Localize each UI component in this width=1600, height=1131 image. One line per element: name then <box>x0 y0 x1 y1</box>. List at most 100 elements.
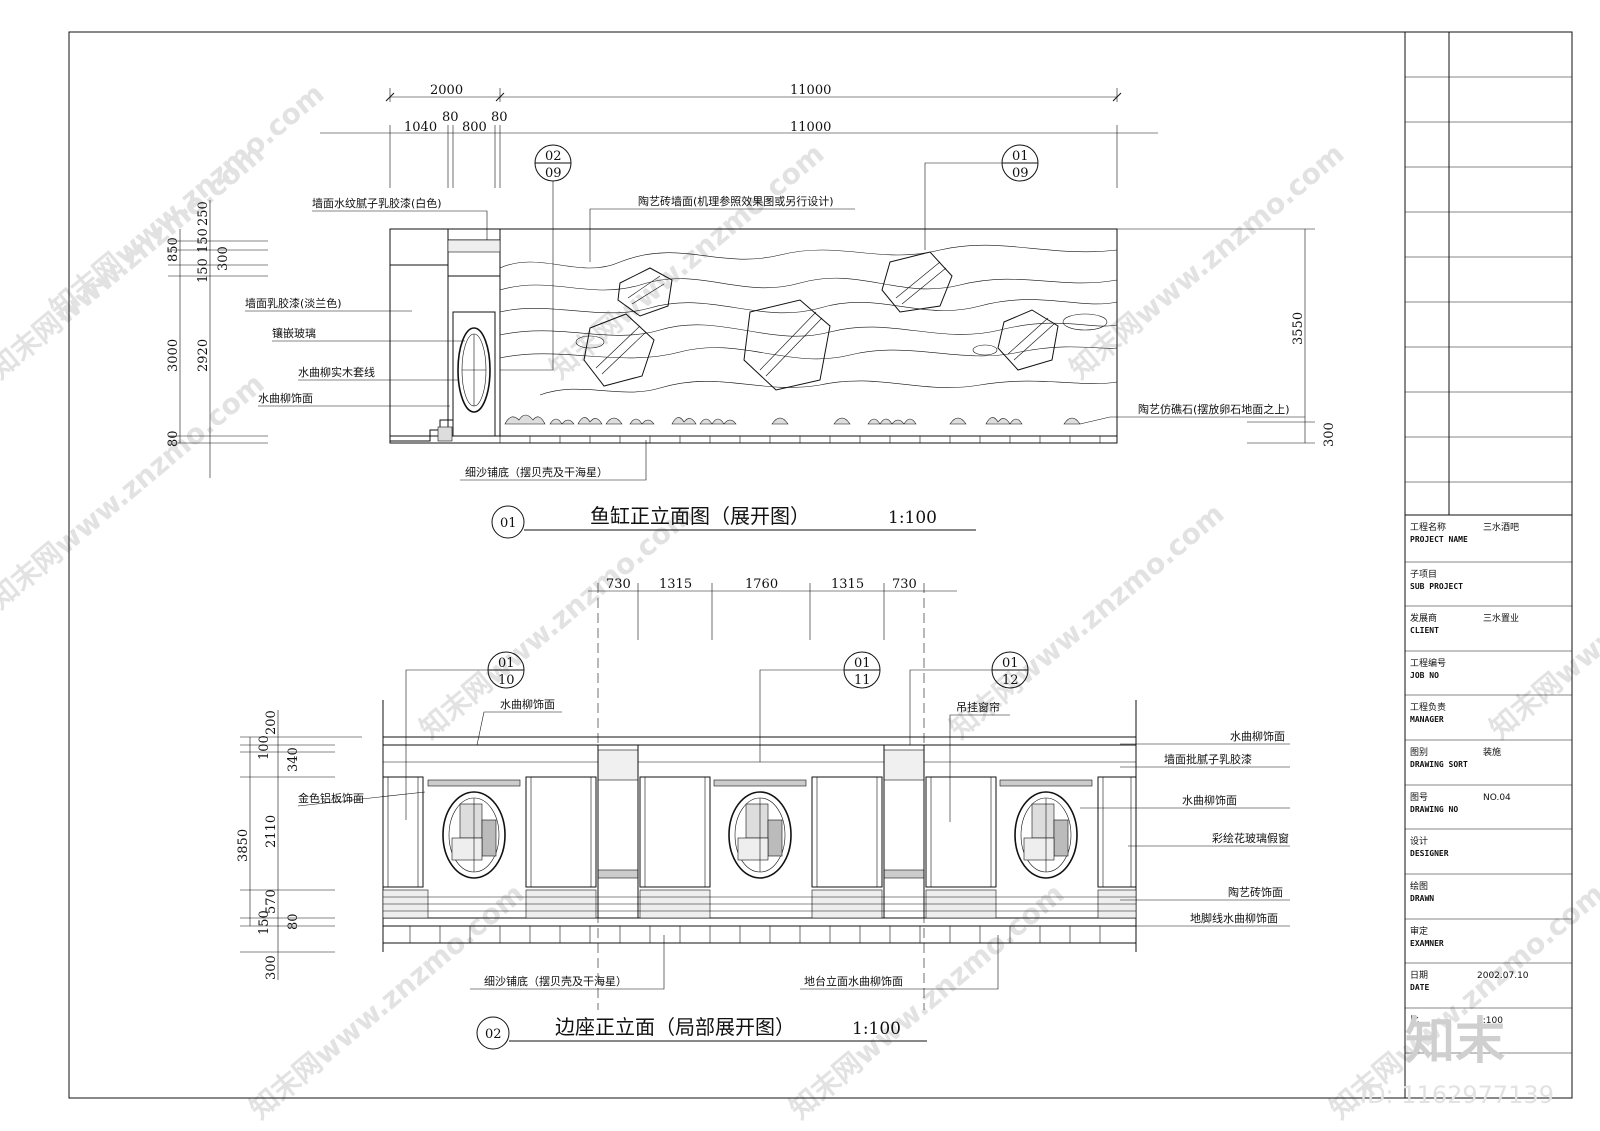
row-label-en: SUB PROJECT <box>1410 582 1463 591</box>
annotation-label: 地台立面水曲柳饰面 <box>804 974 903 988</box>
title-block-row: 子项目 SUB PROJECT <box>1410 569 1463 591</box>
callout-bottom: 10 <box>498 673 515 688</box>
title-block-row: 工程编号 JOB NO <box>1410 657 1446 680</box>
row-label-cn: 工程负责 <box>1410 701 1446 713</box>
dimension-label: 570 <box>264 889 279 914</box>
annotation-label: 墙面水纹腻子乳胶漆(白色) <box>312 196 442 210</box>
row-label-en: CLIENT <box>1410 626 1439 635</box>
title-block-row: 日期 DATE 2002.07.10 <box>1410 970 1529 992</box>
dimension-label: 730 <box>606 577 631 592</box>
watermark-id: ID: 1162977139 <box>1360 1081 1554 1109</box>
row-label-cn: 日期 <box>1410 970 1428 981</box>
row-label-cn: 审定 <box>1410 925 1428 937</box>
dimension-label: 80 <box>166 430 181 447</box>
annotation-label: 细沙铺底（摆贝壳及干海星） <box>465 465 608 479</box>
annotation-label: 镶嵌玻璃 <box>272 326 316 340</box>
title-block-row: 图别 DRAWING SORT 装施 <box>1410 746 1501 769</box>
annotation-label: 墙面批腻子乳胶漆 <box>1164 752 1252 766</box>
title-block: 工程名称 PROJECT NAME 三水酒吧 子项目 SUB PROJECT 发… <box>1404 32 1572 1098</box>
dimension-label: 2920 <box>196 339 211 372</box>
annotation: 细沙铺底（摆贝壳及干海星） <box>460 440 647 481</box>
watermark-text: 知末网www.znzmo.com <box>43 77 330 325</box>
title-block-row: 工程负责 MANAGER <box>1410 701 1446 724</box>
dimension-row-top-1: 2000 11000 <box>385 83 1122 102</box>
drawing-scale: 1:100 <box>888 508 937 528</box>
annotation: 水曲柳饰面 <box>258 391 450 407</box>
dimension-label: 300 <box>216 246 231 271</box>
annotation: 墙面水纹腻子乳胶漆(白色) <box>312 196 488 240</box>
stone-row <box>504 414 1081 425</box>
curtain-panel <box>811 776 883 888</box>
title-block-row: 审定 EXAMNER <box>1410 925 1444 948</box>
annotation-label: 吊挂窗帘 <box>956 700 1000 714</box>
dimension-right: 3550 300 <box>1117 228 1337 447</box>
annotation: 墙面批腻子乳胶漆 <box>1120 752 1290 768</box>
row-label-cn: 设计 <box>1410 835 1428 847</box>
ceramic-rock <box>743 299 831 391</box>
annotation: 水曲柳饰面 <box>1080 793 1290 809</box>
row-value: 三水酒吧 <box>1483 521 1519 533</box>
floor-tiles <box>499 436 1101 443</box>
row-label-cn: 工程编号 <box>1410 657 1446 669</box>
row-label-en: JOB NO <box>1410 671 1439 680</box>
annotation: 地台立面水曲柳饰面 <box>800 935 999 990</box>
column <box>597 745 639 918</box>
annotation: 陶艺砖墙面(机理参照效果图或另行设计) <box>589 194 855 262</box>
row-label-en: MANAGER <box>1410 715 1444 724</box>
annotation-label: 陶艺砖饰面 <box>1228 885 1283 899</box>
annotation-label: 金色铝板饰面 <box>298 791 364 805</box>
dimension-label: 150 <box>257 910 272 935</box>
drawing-title: 01 鱼缸正立面图（展开图） 1:100 <box>491 504 976 539</box>
dimension-label: 150 <box>196 228 211 253</box>
dimension-label: 11000 <box>790 120 831 135</box>
gold-panel <box>427 779 521 787</box>
row-label-en: DESIGNER <box>1410 849 1449 858</box>
annotation: 陶艺仿礁石(摆放卵石地面之上) <box>1079 402 1305 425</box>
ceramic-rock <box>881 251 953 313</box>
detail-callout: 02 09 <box>500 144 572 371</box>
row-value: 2002.07.10 <box>1477 971 1529 981</box>
dimension-label: 250 <box>196 201 211 226</box>
title-block-row: 工程名称 PROJECT NAME 三水酒吧 <box>1410 521 1519 544</box>
row-label-en: DRAWING SORT <box>1410 760 1468 769</box>
row-label-cn: 绘图 <box>1410 880 1428 892</box>
gold-panel <box>713 779 807 787</box>
elevation-02: 730 1315 1760 1315 730 <box>236 577 1290 1050</box>
dimension-label: 80 <box>286 913 301 930</box>
annotation: 镶嵌玻璃 <box>272 326 465 342</box>
annotation-label: 细沙铺底（摆贝壳及干海星） <box>484 974 627 988</box>
dimension-label: 2110 <box>264 815 279 848</box>
watermark-logo: 知末 <box>1405 1012 1505 1070</box>
callout-top: 01 <box>498 656 515 671</box>
row-label-en: DRAWING NO <box>1410 805 1458 814</box>
dimension-label: 11000 <box>790 83 831 98</box>
row-label-cn: 图号 <box>1410 792 1428 803</box>
dimension-label: 80 <box>442 110 459 125</box>
annotation: 吊挂窗帘 <box>949 700 1010 822</box>
row-label-en: PROJECT NAME <box>1410 535 1468 544</box>
row-label-cn: 子项目 <box>1410 569 1437 580</box>
row-label-en: DRAWN <box>1410 894 1434 903</box>
callout-bottom: 11 <box>854 673 871 688</box>
dimension-label: 340 <box>286 747 301 772</box>
dimension-label: 300 <box>264 955 279 980</box>
dimension-label: 1315 <box>831 577 864 592</box>
row-value: 1:100 <box>1477 1016 1503 1026</box>
row-label-cn: 发展商 <box>1410 612 1437 624</box>
title-block-row: 比 1:100 <box>1410 1014 1503 1026</box>
dimension-label: 1040 <box>404 120 437 135</box>
drawing-number: 02 <box>485 1027 502 1042</box>
stained-glass-window <box>1014 791 1078 879</box>
annotation: 水曲柳饰面 <box>1120 729 1290 745</box>
drawing-title-text: 鱼缸正立面图（展开图） <box>590 504 810 528</box>
drawing-title: 02 边座正立面（局部展开图） 1:100 <box>476 1015 927 1050</box>
annotation-label: 地脚线水曲柳饰面 <box>1190 911 1278 925</box>
curtain-panel <box>525 776 597 888</box>
ceramic-rock <box>583 313 655 387</box>
dimension-label: 150 <box>196 258 211 283</box>
annotation-label: 彩绘花玻璃假窗 <box>1212 831 1289 845</box>
stained-glass-window <box>442 791 506 879</box>
annotation: 墙面乳胶漆(淡兰色) <box>245 296 412 312</box>
dimension-label: 1760 <box>745 577 778 592</box>
